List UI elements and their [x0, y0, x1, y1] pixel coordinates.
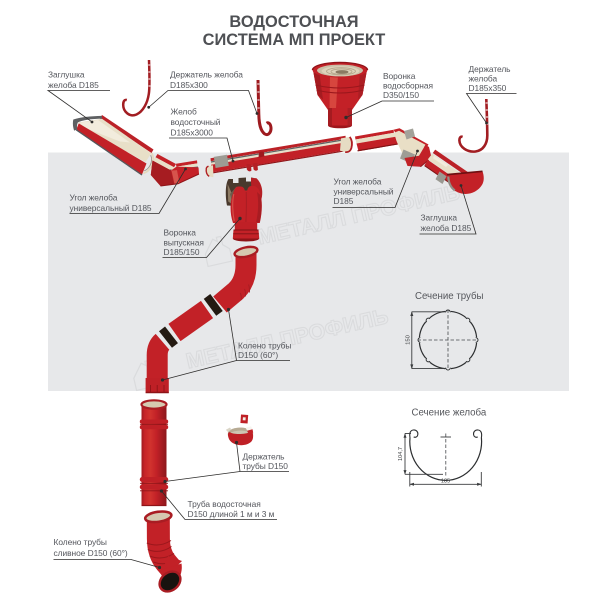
svg-text:Колено трубы: Колено трубы — [238, 341, 291, 351]
svg-text:Желоб: Желоб — [171, 107, 197, 117]
svg-text:сливное D150 (60°): сливное D150 (60°) — [54, 548, 128, 558]
svg-text:водосточный: водосточный — [171, 117, 221, 127]
svg-text:Колено трубы: Колено трубы — [54, 537, 107, 547]
svg-text:185: 185 — [441, 479, 450, 485]
svg-text:104,7: 104,7 — [398, 447, 404, 461]
svg-text:Заглушка: Заглушка — [48, 70, 85, 80]
svg-text:Сечение желоба: Сечение желоба — [412, 408, 487, 419]
svg-text:D185x350: D185x350 — [469, 83, 507, 93]
svg-text:D185/150: D185/150 — [164, 247, 200, 257]
svg-text:выпускная: выпускная — [164, 238, 204, 248]
svg-text:универсальный D185: универсальный D185 — [70, 203, 152, 213]
svg-text:D185x300: D185x300 — [170, 80, 208, 90]
svg-text:желоба D185: желоба D185 — [48, 80, 99, 90]
svg-text:Держатель: Держатель — [243, 452, 286, 462]
svg-text:Держатель желоба: Держатель желоба — [170, 70, 243, 80]
svg-text:водосборная: водосборная — [383, 81, 433, 91]
svg-text:трубы D150: трубы D150 — [243, 461, 289, 471]
svg-text:Угол желоба: Угол желоба — [70, 193, 118, 203]
svg-text:СИСТЕМА МП ПРОЕКТ: СИСТЕМА МП ПРОЕКТ — [203, 31, 386, 49]
svg-text:Угол желоба: Угол желоба — [334, 177, 382, 187]
svg-text:универсальный: универсальный — [334, 187, 394, 197]
svg-text:D150 длиной 1 м и 3 м: D150 длиной 1 м и 3 м — [188, 509, 275, 519]
svg-text:Воронка: Воронка — [383, 71, 416, 81]
svg-text:D185: D185 — [334, 196, 354, 206]
svg-text:D350/150: D350/150 — [383, 90, 419, 100]
svg-text:D150 (60°): D150 (60°) — [238, 350, 278, 360]
svg-text:желоба D185: желоба D185 — [421, 223, 472, 233]
svg-text:D185x3000: D185x3000 — [171, 128, 214, 138]
svg-text:Воронка: Воронка — [164, 228, 197, 238]
svg-text:Труба водосточная: Труба водосточная — [188, 499, 261, 509]
svg-text:Сечение трубы: Сечение трубы — [415, 291, 484, 302]
svg-text:150: 150 — [406, 334, 412, 345]
svg-text:Заглушка: Заглушка — [421, 213, 458, 223]
svg-text:ВОДОСТОЧНАЯ: ВОДОСТОЧНАЯ — [229, 13, 358, 31]
svg-text:желоба: желоба — [469, 74, 498, 84]
svg-text:Держатель: Держатель — [469, 64, 512, 74]
